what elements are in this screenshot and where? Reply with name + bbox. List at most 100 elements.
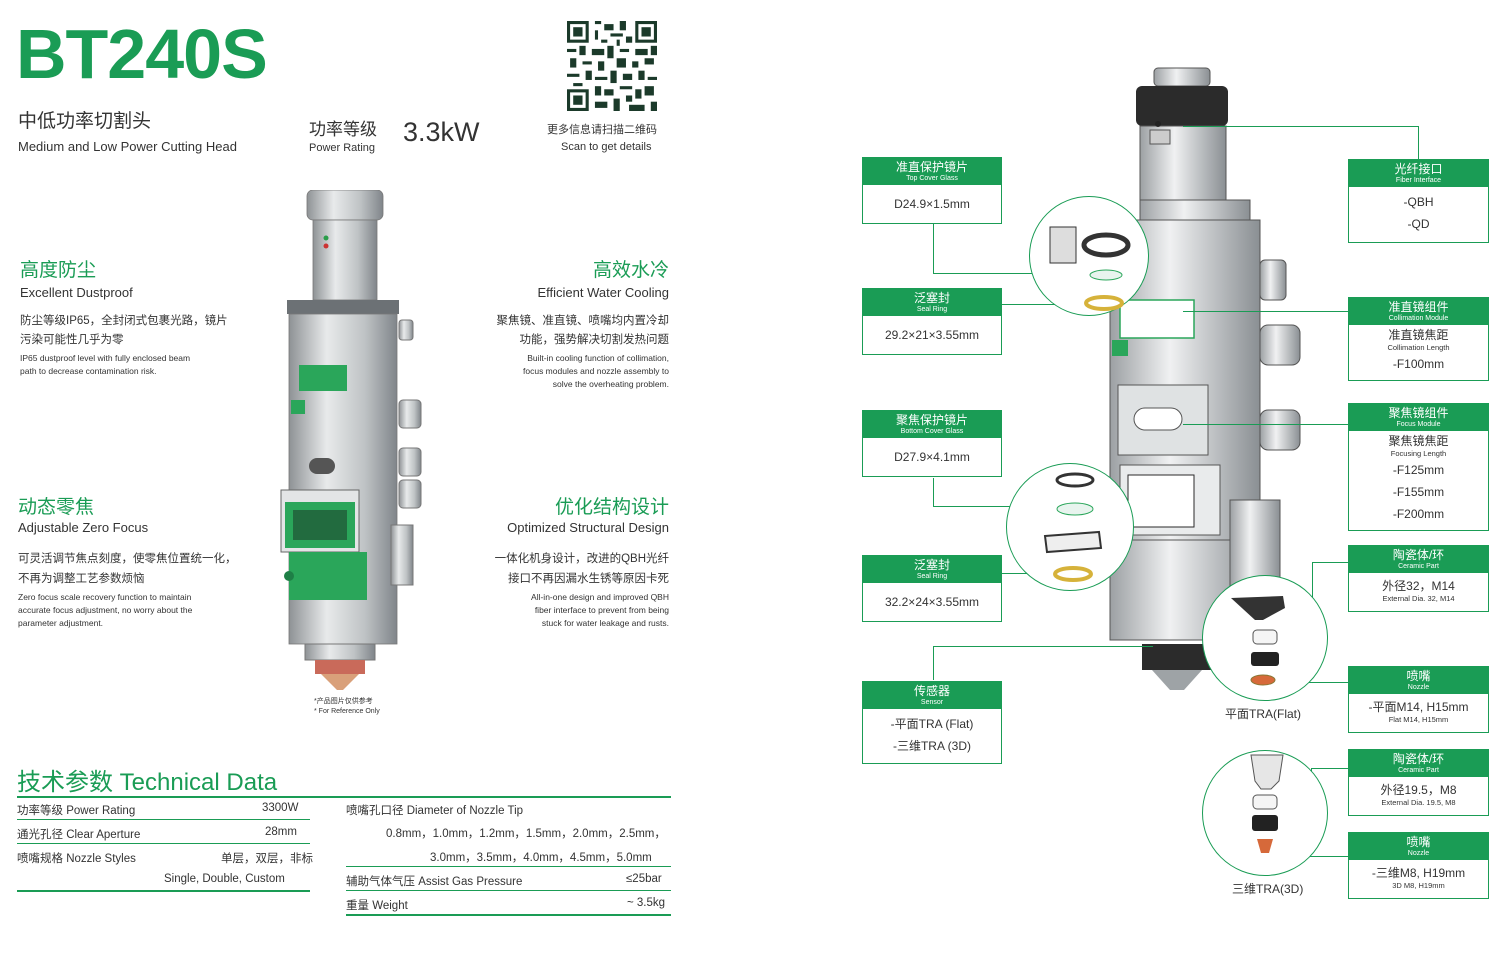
callout-title-en: Nozzle [1407,684,1430,691]
leader-line [1183,424,1349,425]
feature-cooling-desc-en-1: Built-in cooling function of collimation… [527,353,669,363]
callout-title-en: Ceramic Part [1398,563,1439,570]
feature-zerofocus-desc-en-3: parameter adjustment. [18,618,104,628]
callout-value: -QD [1407,217,1430,231]
row-divider [17,819,310,820]
feature-cooling-desc-cn-1: 聚焦镜、准直镜、喷嘴均内置冷却 [496,315,670,327]
callout-sub-en: Collimation Length [1387,343,1450,352]
row-divider [346,914,671,916]
callout-value: -三维TRA (3D) [892,739,971,753]
product-note: *产品图片仅供参考 * For Reference Only [314,697,380,717]
callout-title-cn: 泛塞封 [913,291,950,305]
callout-title-cn: 传感器 [913,684,950,698]
3d-tra-caption: 三维TRA(3D) [1232,882,1304,896]
tech-power-value: 3300W [262,802,299,814]
tech-weight-label: 重量 Weight [346,900,408,912]
subtitle-cn: 中低功率切割头 [18,111,152,132]
callout-title-cn: 喷嘴 [1406,669,1431,683]
tech-nozzle-dia-values-2: 3.0mm，3.5mm，4.0mm，4.5mm，5.0mm [430,852,652,864]
bottom-lens-parts [1043,472,1103,582]
tech-nozzle-dia-values-1: 0.8mm，1.0mm，1.2mm，1.5mm，2.0mm，2.5mm， [386,828,666,840]
feature-cooling-desc-cn-2: 功能，强势解决切割发热问题 [519,334,670,346]
detail-circle-3d-tra [1202,750,1328,876]
feature-structure-desc-cn-2: 接口不再因漏水生锈等原因卡死 [508,573,669,585]
tech-nozzle-style-value-en: Single, Double, Custom [164,873,285,885]
callout-title-en: Collimation Module [1388,315,1449,322]
leader-line [933,478,934,506]
callout-title-cn: 陶瓷体/环 [1392,548,1445,562]
feature-structure-desc-en-3: stuck for water leakage and rusts. [541,618,669,628]
tech-nozzle-style-label: 喷嘴规格 Nozzle Styles [17,853,136,865]
feature-zerofocus-desc-en-2: accurate focus adjustment, no worry abou… [18,605,193,615]
detail-circle-bottom-lens [1006,463,1134,591]
power-label-en: Power Rating [309,142,376,154]
feature-zerofocus-desc-cn-1: 可灵活调节焦点刻度，使零焦位置统一化， [18,553,237,565]
cutting-head-photo [280,190,422,690]
callout-title-cn: 聚焦保护镜片 [895,413,968,427]
callout-value: 29.2×21×3.55mm [884,328,980,342]
feature-cooling-en: Efficient Water Cooling [537,285,669,300]
feature-zerofocus-en: Adjustable Zero Focus [18,520,149,535]
callout-value: -F200mm [1392,507,1445,521]
callout-value: -QBH [1403,195,1434,209]
feature-structure-desc-en-1: All-in-one design and improved QBH [531,592,669,602]
callout-value-en: 3D M8, H19mm [1392,881,1445,890]
feature-structure-en: Optimized Structural Design [507,520,669,535]
feature-cooling-title: 高效水冷 [592,260,669,281]
tech-power-label: 功率等级 Power Rating [17,805,136,817]
callout-title-en: Fiber Interface [1395,177,1442,184]
leader-line [1312,562,1349,563]
callout-title-cn: 喷嘴 [1406,835,1431,849]
tech-nozzle-style-value: 单层，双层，非标 [221,853,313,865]
leader-line [933,646,1153,647]
callout-sub-en: Focusing Length [1390,449,1447,458]
leader-line [933,273,1085,274]
callout-title-cn: 准直保护镜片 [895,160,968,174]
feature-dustproof-desc-en-1: IP65 dustproof level with fully enclosed… [20,353,191,363]
flat-tra-parts [1231,596,1285,686]
power-value: 3.3kW [403,117,480,147]
feature-zerofocus-desc-en-1: Zero focus scale recovery function to ma… [18,592,192,602]
flat-tra-caption: 平面TRA(Flat) [1225,707,1301,721]
callout-title-en: Seal Ring [916,306,948,313]
tech-gas-label: 辅助气体气压 Assist Gas Pressure [346,876,523,888]
callout-value: -平面TRA (Flat) [890,717,974,731]
callout-title-en: Seal Ring [916,573,948,580]
callout-title-en: Sensor [920,699,944,706]
callout-value: 外径19.5，M8 [1380,783,1457,797]
callout-value: D24.9×1.5mm [894,197,970,211]
technical-rule [17,796,671,798]
callout-title-cn: 光纤接口 [1394,162,1443,176]
qr-caption-en: Scan to get details [561,141,652,153]
feature-dustproof-desc-cn-2: 污染可能性几乎为零 [20,334,124,346]
callout-title-cn: 准直镜组件 [1388,300,1449,314]
callout-value-en: External Dia. 19.5, M8 [1381,798,1456,807]
leader-line [1311,768,1349,769]
product-note-en: * For Reference Only [314,708,380,715]
feature-dustproof-desc-en-2: path to decrease contamination risk. [20,366,157,376]
callout-value: 32.2×24×3.55mm [884,595,980,609]
technical-data-title: 技术参数 Technical Data [17,769,278,796]
feature-dustproof-en: Excellent Dustproof [20,285,133,300]
leader-line [1183,311,1349,312]
tech-gas-value: ≤25bar [626,873,662,885]
tech-aperture-label: 通光孔径 Clear Aperture [17,829,141,841]
feature-structure-title: 优化结构设计 [554,497,669,518]
tech-weight-value: ~ 3.5kg [627,897,666,909]
callout-title-en: Ceramic Part [1398,767,1439,774]
callout-value-en: External Dia. 32, M14 [1382,594,1455,603]
product-title: BT240S [16,15,268,93]
qr-code-icon[interactable] [567,21,657,111]
row-divider [346,866,671,867]
product-note-cn: *产品图片仅供参考 [314,698,373,705]
subtitle-en: Medium and Low Power Cutting Head [18,139,237,154]
tech-aperture-value: 28mm [265,826,297,838]
